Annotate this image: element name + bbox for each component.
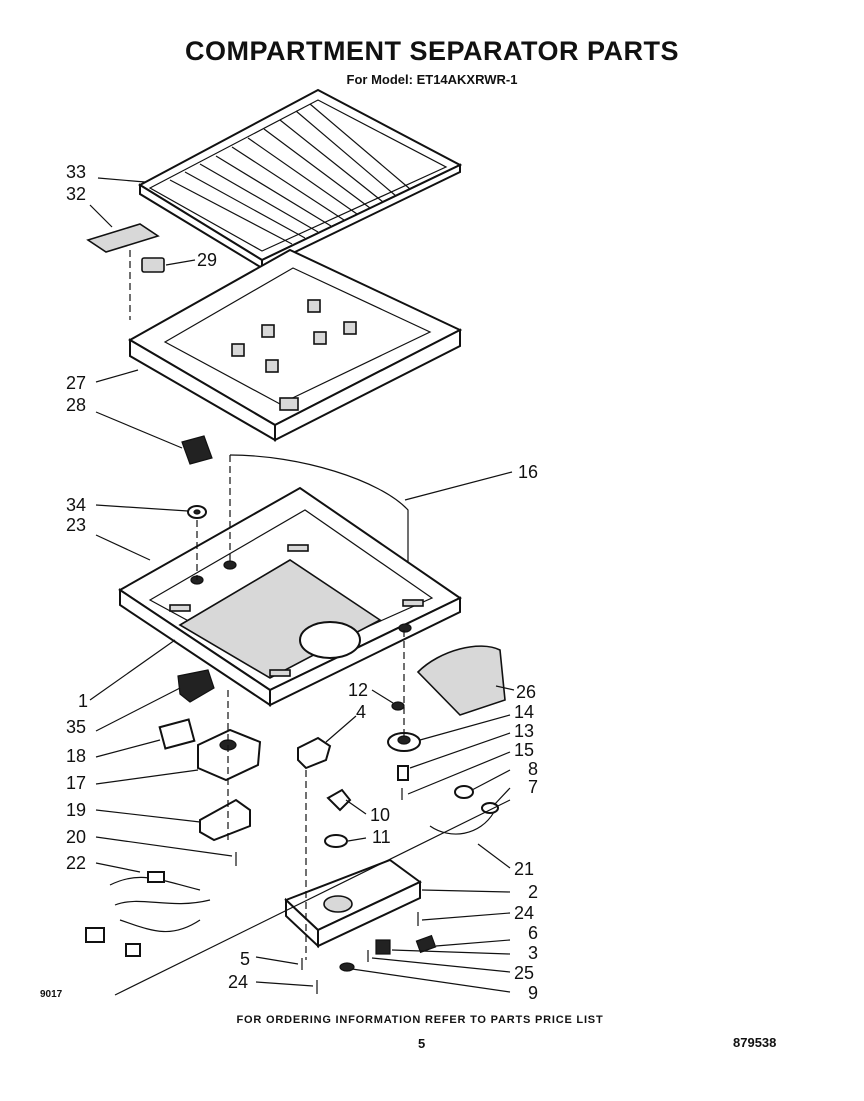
- callout-2: 2: [528, 882, 538, 902]
- shelf-grille-part-33: [137, 88, 463, 270]
- callout-15: 15: [514, 740, 534, 760]
- bottom-cover-part-2: [284, 858, 422, 949]
- wire-harness-part-22: [85, 871, 211, 957]
- wire-part-16: [229, 454, 409, 620]
- gasket-part-11: [324, 834, 348, 848]
- callout-32: 32: [66, 184, 86, 204]
- page-number: 5: [418, 1036, 426, 1051]
- document-number: 879538: [733, 1035, 777, 1050]
- callout-25: 25: [514, 963, 534, 983]
- terminal-part-7: [481, 802, 499, 814]
- separator-cover-part-27: [127, 248, 463, 442]
- callout-14: 14: [514, 702, 534, 722]
- label-part-32: [86, 223, 160, 253]
- block-part-28: [181, 435, 213, 465]
- callout-11: 11: [372, 827, 391, 847]
- lamp-switch-part-3: [375, 939, 391, 955]
- callout-8: 8: [528, 759, 538, 779]
- callout-5: 5: [240, 949, 250, 969]
- terminal-part-8: [454, 785, 474, 799]
- callout-33: 33: [66, 162, 86, 182]
- callout-24: 24: [514, 903, 534, 923]
- callout-17: 17: [66, 773, 86, 793]
- callout-9: 9: [528, 983, 538, 1003]
- callout-20: 20: [66, 827, 86, 847]
- figure-code: 9017: [40, 989, 63, 1000]
- bracket-part-4: [297, 736, 332, 770]
- lamp-socket-part-6: [415, 934, 437, 954]
- callout-29: 29: [197, 250, 217, 270]
- callout-labels: 33 32 29 27 28 34 23 16 1 35 18 17 19 20…: [66, 162, 538, 1003]
- control-housing-part-17: [197, 728, 262, 782]
- leader-lines: [89, 177, 515, 996]
- wire-part-21: [429, 811, 495, 835]
- knob-part-35: [177, 669, 215, 703]
- callout-19: 19: [66, 800, 86, 820]
- callout-28: 28: [66, 395, 86, 415]
- callout-1: 1: [78, 691, 88, 711]
- callout-6: 6: [528, 923, 538, 943]
- separator-panel-part-23: [118, 486, 462, 707]
- clip-part-29: [141, 257, 165, 273]
- spacer-part-13: [397, 765, 409, 781]
- callout-24-lower: 24: [228, 972, 248, 992]
- callout-16: 16: [518, 462, 538, 482]
- washer-part-9: [339, 962, 355, 972]
- callout-7: 7: [528, 777, 538, 797]
- switch-part-10: [326, 788, 352, 812]
- callout-22: 22: [66, 853, 86, 873]
- ordering-note: FOR ORDERING INFORMATION REFER TO PARTS …: [236, 1014, 604, 1026]
- callout-10: 10: [370, 805, 390, 825]
- thermostat-part-19: [199, 798, 251, 842]
- callout-3: 3: [528, 943, 538, 963]
- callout-23: 23: [66, 515, 86, 535]
- callout-35: 35: [66, 717, 86, 737]
- washer-part-12: [391, 701, 405, 711]
- bezel-part-18: [158, 718, 196, 750]
- insulation-part-26: [416, 645, 506, 716]
- alignment-lines: [129, 250, 405, 960]
- callout-13: 13: [514, 721, 534, 741]
- callout-27: 27: [66, 373, 86, 393]
- callout-34: 34: [66, 495, 86, 515]
- nut-part-34: [187, 505, 207, 519]
- callout-21: 21: [514, 859, 534, 879]
- model-subtitle: For Model: ET14AKXRWR-1: [346, 72, 518, 87]
- callout-26: 26: [516, 682, 536, 702]
- callout-12: 12: [348, 680, 368, 700]
- page-title: COMPARTMENT SEPARATOR PARTS: [184, 36, 679, 66]
- callout-4: 4: [356, 702, 366, 722]
- callout-18: 18: [66, 746, 86, 766]
